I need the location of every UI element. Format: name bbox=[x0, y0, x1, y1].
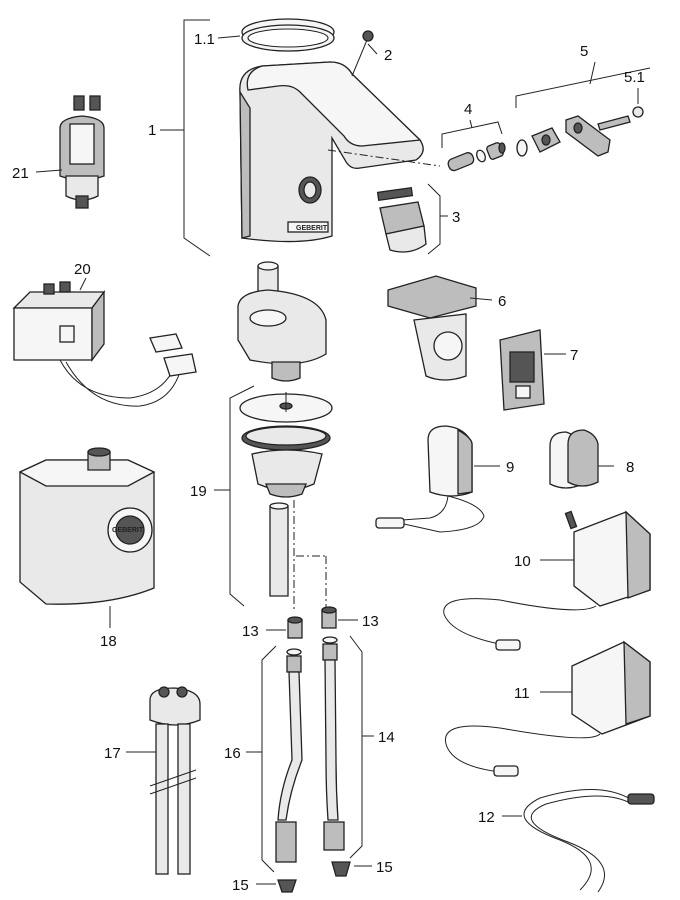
label-8: 8 bbox=[626, 459, 634, 476]
label-1-1: 1.1 bbox=[194, 31, 215, 48]
label-11: 11 bbox=[514, 685, 530, 702]
valve-unit-21 bbox=[59, 95, 105, 209]
label-13-left: 13 bbox=[242, 623, 259, 640]
brand-logo-faucet: GEBERIT bbox=[296, 225, 328, 232]
connector-13-right bbox=[321, 606, 337, 629]
label-6: 6 bbox=[498, 293, 506, 310]
label-7: 7 bbox=[570, 347, 578, 364]
label-19: 19 bbox=[190, 483, 207, 500]
label-3: 3 bbox=[452, 209, 460, 226]
battery-9 bbox=[375, 425, 485, 533]
filter-15-right bbox=[331, 861, 351, 877]
label-21: 21 bbox=[12, 165, 29, 182]
label-5: 5 bbox=[580, 43, 588, 60]
mounting-set-19 bbox=[239, 392, 333, 597]
power-adapter-10 bbox=[443, 510, 651, 651]
label-16: 16 bbox=[224, 745, 241, 762]
sensor-housing bbox=[237, 261, 327, 382]
label-10: 10 bbox=[514, 553, 531, 570]
ring-1-1 bbox=[241, 18, 335, 52]
power-adapter-11 bbox=[444, 640, 651, 777]
filter-15-left bbox=[277, 879, 297, 893]
label-20: 20 bbox=[74, 261, 91, 278]
part-labels: 1.1 2 1 5 5.1 4 21 3 20 6 7 19 9 8 10 18… bbox=[12, 31, 645, 894]
label-1: 1 bbox=[148, 122, 156, 139]
screw-2 bbox=[351, 30, 374, 77]
label-13-right: 13 bbox=[362, 613, 379, 630]
aerator-3 bbox=[376, 186, 427, 253]
hose-16 bbox=[275, 648, 303, 863]
label-15-left: 15 bbox=[232, 877, 249, 894]
brand-logo-box: GEBERIT bbox=[112, 527, 144, 534]
faucet-body: GEBERIT bbox=[239, 61, 424, 243]
battery-8 bbox=[549, 429, 599, 489]
label-9: 9 bbox=[506, 459, 514, 476]
label-4: 4 bbox=[464, 101, 472, 118]
valve-4 bbox=[447, 142, 506, 172]
label-15-right: 15 bbox=[376, 859, 393, 876]
cable-12 bbox=[523, 789, 655, 893]
box-18: GEBERIT bbox=[18, 447, 156, 605]
bracket-6 bbox=[387, 275, 477, 381]
axis-line-4 bbox=[327, 149, 441, 167]
label-5-1: 5.1 bbox=[624, 69, 645, 86]
fixing-5 bbox=[516, 106, 644, 157]
hose-14 bbox=[322, 636, 345, 851]
label-18: 18 bbox=[100, 633, 117, 650]
leader-lines bbox=[35, 19, 651, 885]
control-box-20 bbox=[12, 281, 197, 407]
connector-13-left bbox=[287, 616, 303, 639]
pipes-17 bbox=[149, 686, 201, 875]
label-14: 14 bbox=[378, 729, 395, 746]
label-12: 12 bbox=[478, 809, 495, 826]
label-2: 2 bbox=[384, 47, 392, 64]
electronic-7 bbox=[499, 329, 545, 411]
label-17: 17 bbox=[104, 745, 121, 762]
